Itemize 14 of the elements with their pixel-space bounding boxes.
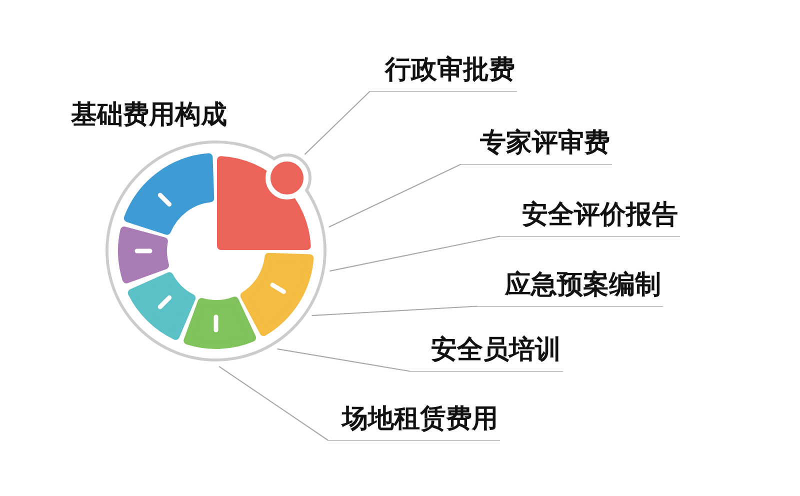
segmented-ring (105, 140, 327, 362)
leader-line (277, 348, 410, 372)
leader-line (312, 306, 478, 316)
leader-line (330, 236, 500, 272)
underlined-label: 行政审批费 (370, 52, 517, 92)
underlined-label: 安全员培训 (410, 332, 563, 372)
leader-line (304, 90, 370, 155)
title: 基础费用构成 (71, 99, 227, 132)
underlined-label: 场地租赁费用 (328, 401, 500, 441)
leader-line (328, 164, 462, 228)
leader-line (218, 366, 328, 441)
underlined-label: 专家评审费 (461, 125, 612, 165)
underlined-label: 应急预案编制 (477, 267, 663, 307)
underlined-label: 安全评价报告 (500, 197, 680, 237)
